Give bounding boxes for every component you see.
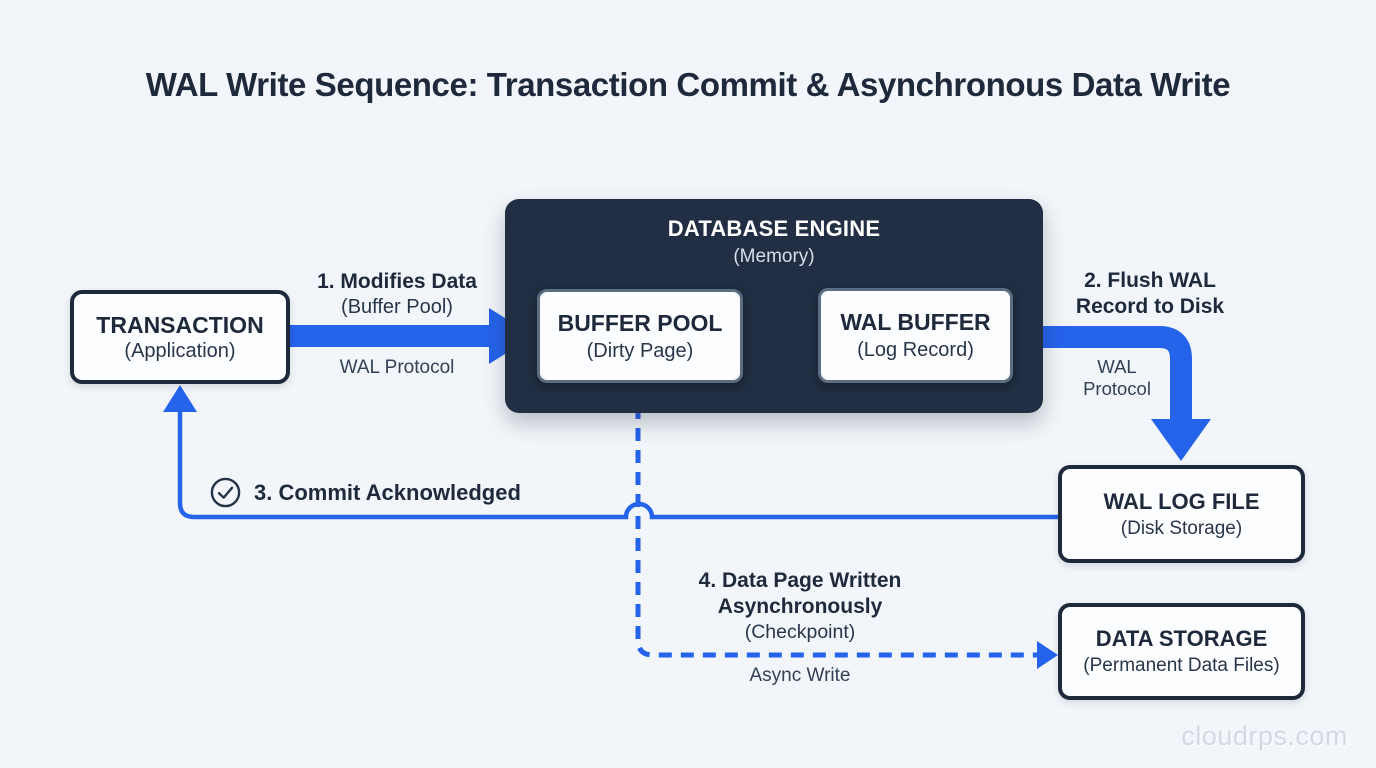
step2-protocol-label: WAL Protocol [1083, 356, 1151, 399]
data-storage-subtitle: (Permanent Data Files) [1083, 655, 1280, 676]
wal-log-file-node: WAL LOG FILE (Disk Storage) [1058, 465, 1305, 563]
step4-protocol-label: Async Write [749, 665, 851, 686]
database-engine-subtitle: (Memory) [733, 246, 815, 267]
commit-ack-connector [177, 400, 1058, 520]
step2-label-line2: Record to Disk [1075, 295, 1225, 318]
step1-label-line1: 1. Modifies Data [317, 270, 477, 293]
wal-log-file-title: WAL LOG FILE [1103, 488, 1260, 514]
async-write-arrowhead-icon [1037, 641, 1058, 669]
check-circle-icon [210, 477, 241, 508]
step4-label: 4. Data Page Written Asynchronously (Che… [699, 568, 902, 645]
step2-label: 2. Flush WAL Record to Disk [1076, 268, 1224, 320]
step1-label-line2: (Buffer Pool) [341, 296, 453, 318]
flush-wal-arrow-shaft [1013, 326, 1192, 421]
step3-label: 3. Commit Acknowledged [210, 477, 521, 508]
step1-protocol-label: WAL Protocol [339, 357, 455, 378]
step4-label-line1: 4. Data Page Written [698, 569, 902, 592]
transaction-node-title: TRANSACTION [96, 311, 264, 338]
wal-buffer-node: WAL BUFFER (Log Record) [818, 288, 1013, 383]
step3-label-text: 3. Commit Acknowledged [254, 479, 521, 505]
step4-label-line3: (Checkpoint) [744, 621, 856, 643]
step2-label-line1: 2. Flush WAL [1084, 269, 1216, 292]
data-storage-title: DATA STORAGE [1095, 626, 1268, 651]
wal-log-file-subtitle: (Disk Storage) [1120, 517, 1243, 539]
async-write-dashed-connector [635, 384, 1037, 658]
database-engine-title: DATABASE ENGINE [667, 216, 881, 241]
transaction-node: TRANSACTION (Application) [70, 290, 290, 384]
transaction-node-subtitle: (Application) [124, 339, 236, 362]
watermark-text: cloudrps.com [1181, 721, 1348, 751]
data-storage-node: DATA STORAGE (Permanent Data Files) [1058, 603, 1305, 700]
buffer-pool-title: BUFFER POOL [557, 309, 723, 336]
buffer-pool-subtitle: (Dirty Page) [586, 339, 694, 362]
wal-buffer-title: WAL BUFFER [840, 309, 991, 335]
step4-label-line2: Asynchronously [717, 595, 883, 618]
wal-buffer-subtitle: (Log Record) [857, 339, 974, 361]
buffer-pool-node: BUFFER POOL (Dirty Page) [537, 289, 743, 383]
commit-ack-arrowhead-icon [163, 385, 197, 412]
database-engine-node: DATABASE ENGINE (Memory) BUFFER POOL (Di… [505, 199, 1043, 413]
diagram-title: WAL Write Sequence: Transaction Commit &… [145, 66, 1231, 103]
flush-wal-arrowhead-icon [1151, 419, 1211, 461]
step1-label: 1. Modifies Data (Buffer Pool) [317, 269, 477, 320]
